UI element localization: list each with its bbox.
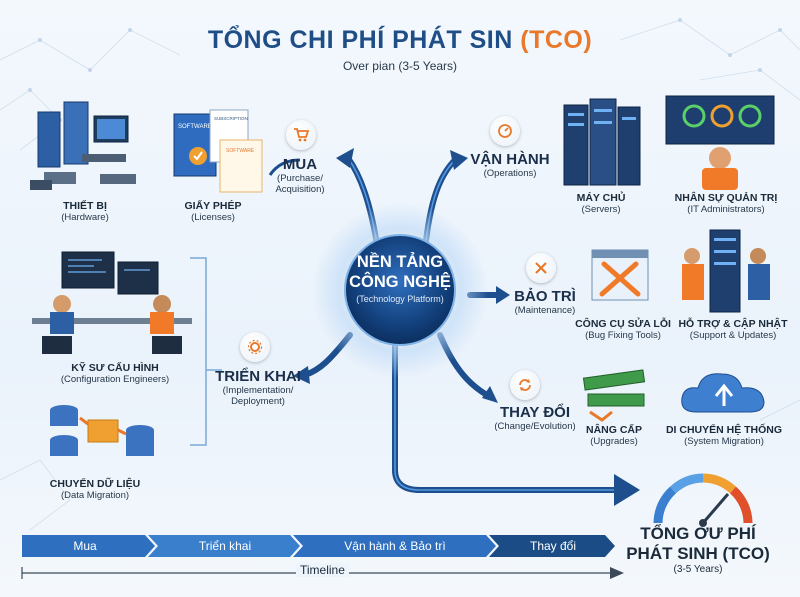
item-data-migration: CHUYỂN DỮ LIỆU (Data Migration) <box>30 478 160 501</box>
item-hardware-vi: THIẾT BỊ <box>63 200 107 212</box>
hardware-illustration <box>30 101 136 190</box>
category-implementation: TRIỂN KHAI (Implementation/ Deployment) <box>203 368 313 407</box>
item-upgrades-vi: NÂNG CẤP <box>585 424 642 436</box>
tco-line2: PHÁT SINH (TCO) <box>626 544 770 563</box>
arrowhead-tco <box>614 474 640 506</box>
category-purchase-en1: (Purchase/ <box>277 173 323 184</box>
item-servers-vi: MÁY CHỦ <box>576 192 626 204</box>
item-upgrades-en: (Upgrades) <box>590 436 638 447</box>
software-box-text: SOFTWARE <box>178 124 212 130</box>
title-main: TỔNG CHI PHÍ PHÁT SIN <box>207 26 513 54</box>
system-migration-illustration <box>681 373 765 413</box>
timeline-stage-3-label: Vận hành & Bảo trì <box>344 539 446 553</box>
category-purchase-title: MUA <box>282 156 318 173</box>
licenses-illustration: SOFTWARE SUBSCRIPTION SOFTWARE <box>173 109 263 193</box>
timeline-stage-1 <box>22 535 155 557</box>
center-en: (Technology Platform) <box>356 294 444 304</box>
item-system-migration-vi: DI CHUYỂN HỆ THỐNG <box>665 424 783 436</box>
arrowhead-implementation <box>293 366 310 384</box>
wrench-icon <box>526 253 556 283</box>
item-it-admins-vi: NHÂN SỰ QUẢN TRỊ <box>674 192 778 204</box>
item-it-admins: NHÂN SỰ QUẢN TRỊ (IT Administrators) <box>664 192 788 215</box>
page-title: TỔNG CHI PHÍ PHÁT SIN (TCO) <box>0 26 800 55</box>
timeline-label: Timeline <box>296 563 349 577</box>
category-maintenance: BẢO TRÌ (Maintenance) <box>500 288 590 316</box>
refresh-icon <box>510 370 540 400</box>
timeline-stage-2-label: Triển khai <box>198 539 252 553</box>
title-tco: (TCO) <box>520 26 593 54</box>
category-operations: VẬN HÀNH (Operations) <box>460 151 560 179</box>
gauge-icon <box>490 116 520 146</box>
category-purchase: MUA (Purchase/ Acquisition) <box>250 156 350 195</box>
timeline-stage-2 <box>148 535 300 557</box>
item-hardware: THIẾT BỊ (Hardware) <box>30 200 140 223</box>
subscription-text: SUBSCRIPTION <box>214 116 248 121</box>
item-bug-tools-en: (Bug Fixing Tools) <box>585 330 661 341</box>
support-illustration <box>682 229 770 313</box>
item-bug-tools-vi: CÔNG CỤ SỬA LỖI <box>575 318 671 330</box>
upgrades-illustration <box>582 369 646 422</box>
item-system-migration: DI CHUYỂN HỆ THỐNG (System Migration) <box>662 424 786 447</box>
item-data-migration-vi: CHUYỂN DỮ LIỆU <box>49 478 141 490</box>
category-implementation-en2: Deployment) <box>231 396 285 407</box>
arrowhead-purchase <box>336 148 354 168</box>
item-licenses-en: (Licenses) <box>191 212 235 223</box>
category-change-en: (Change/Evolution) <box>494 421 576 432</box>
category-maintenance-en: (Maintenance) <box>514 305 576 316</box>
center-line1: NỀN TẢNG <box>356 253 444 271</box>
it-admin-illustration <box>665 95 775 190</box>
arrowhead-maintenance <box>496 286 510 304</box>
hub-circle <box>344 234 456 346</box>
gear-icon <box>240 332 270 362</box>
config-engineers-illustration <box>32 251 192 354</box>
category-implementation-en1: (Implementation/ <box>222 385 294 396</box>
item-config-engineers: KỸ SƯ CẤU HÌNH (Configuration Engineers) <box>40 362 190 385</box>
arrowhead-operations <box>450 150 468 170</box>
item-upgrades: NÂNG CẤP (Upgrades) <box>574 424 654 447</box>
item-licenses: GIẤY PHÉP (Licenses) <box>158 200 268 223</box>
tco-gauge-icon <box>653 473 753 527</box>
item-system-migration-en: (System Migration) <box>684 436 764 447</box>
category-change: THAY ĐỔI (Change/Evolution) <box>480 404 590 432</box>
item-it-admins-en: (IT Administrators) <box>687 204 765 215</box>
center-platform-label: NỀN TẢNG CÔNG NGHỆ (Technology Platform) <box>330 252 470 304</box>
cart-icon <box>286 120 316 150</box>
timeline-stage-4-label: Thay đổi <box>529 539 577 553</box>
arrowhead-change <box>482 386 498 403</box>
timeline-stage-1-label: Mua <box>73 539 97 553</box>
item-servers-en: (Servers) <box>581 204 621 215</box>
data-migration-illustration <box>50 405 154 456</box>
category-change-title: THAY ĐỔI <box>499 404 571 421</box>
license-doc-text: SOFTWARE <box>226 148 255 154</box>
tco-years: (3-5 Years) <box>673 564 723 575</box>
item-data-migration-en: (Data Migration) <box>60 490 130 501</box>
item-servers: MÁY CHỦ (Servers) <box>546 192 656 215</box>
category-operations-en: (Operations) <box>483 168 537 179</box>
bug-tools-illustration <box>591 249 649 301</box>
timeline-stage-4 <box>489 535 615 557</box>
item-support: HỖ TRỢ & CẬP NHẬT (Support & Updates) <box>672 318 794 341</box>
category-implementation-title: TRIỂN KHAI <box>215 368 301 385</box>
item-hardware-en: (Hardware) <box>61 212 109 223</box>
item-licenses-vi: GIẤY PHÉP <box>184 200 242 212</box>
item-bug-tools: CÔNG CỤ SỬA LỖI (Bug Fixing Tools) <box>568 318 678 341</box>
page-subtitle: Over pian (3-5 Years) <box>342 59 458 73</box>
item-support-en: (Support & Updates) <box>689 330 777 341</box>
center-line2: CÔNG NGHỆ <box>349 273 451 291</box>
item-config-engineers-vi: KỸ SƯ CẤU HÌNH <box>71 362 159 374</box>
tco-line1: TỔNG ƠƯ PHÍ <box>640 524 756 543</box>
item-config-engineers-en: (Configuration Engineers) <box>60 374 170 385</box>
category-operations-title: VẬN HÀNH <box>470 151 550 168</box>
timeline-stage-3 <box>293 535 496 557</box>
category-purchase-en2: Acquisition) <box>275 184 325 195</box>
servers-illustration <box>563 98 641 186</box>
item-support-vi: HỖ TRỢ & CẬP NHẬT <box>678 318 788 330</box>
tco-total-label: TỔNG ƠƯ PHÍ PHÁT SINH (TCO) (3-5 Years) <box>618 524 778 575</box>
category-maintenance-title: BẢO TRÌ <box>514 288 576 305</box>
